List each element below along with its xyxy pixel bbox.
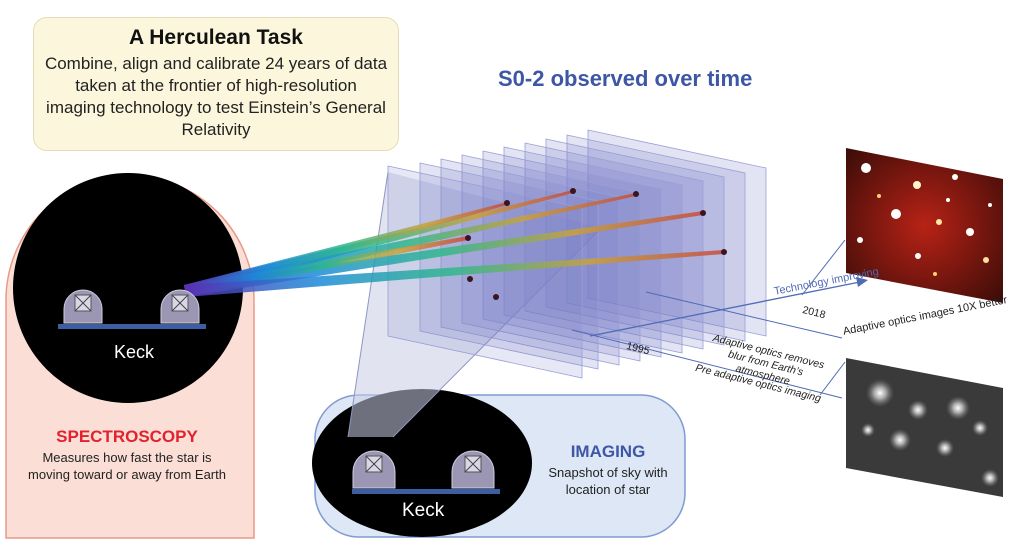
imaging-title: IMAGING	[570, 442, 646, 461]
keck-telescope-icon	[63, 289, 103, 324]
telescope-ground	[352, 489, 500, 494]
keck-label: Keck	[402, 500, 445, 521]
adaptive-optics-image	[846, 148, 1003, 303]
spectroscopy-description: Measures how fast the star is moving tow…	[28, 450, 226, 482]
spectroscopy-sky-disc	[13, 173, 243, 403]
technology-arrow	[589, 281, 861, 337]
star-dot	[465, 235, 471, 241]
spectroscopy-title: SPECTROSCOPY	[56, 427, 198, 446]
keck-telescope-icon	[451, 450, 495, 489]
star-positions	[465, 188, 727, 300]
star-dot	[721, 249, 727, 255]
star-dot	[570, 188, 576, 194]
main-title: S0-2 observed over time	[498, 66, 753, 91]
herculean-task-box: A Herculean Task Combine, align and cali…	[33, 17, 399, 151]
technology-arrow-head	[856, 277, 868, 287]
timeline-upper-line	[645, 291, 843, 339]
keck-telescope-icon	[352, 450, 396, 489]
telescope-ground	[58, 324, 206, 329]
star-dot	[504, 200, 510, 206]
pre-adaptive-optics-image	[846, 358, 1003, 497]
imaging-description: Snapshot of sky with location of star	[548, 465, 668, 497]
imaging-cone-edge	[347, 171, 389, 438]
herculean-task-title: A Herculean Task	[129, 26, 303, 49]
spectroscopy-beams	[184, 190, 724, 297]
star-dot	[467, 276, 473, 282]
star-dot	[493, 294, 499, 300]
herculean-task-description: Combine, align and calibrate 24 years of…	[44, 54, 388, 139]
star-dot	[700, 210, 706, 216]
star-dot	[633, 191, 639, 197]
timeline-base-line	[571, 329, 843, 399]
pre-ao-image-pointer	[819, 361, 846, 396]
keck-label: Keck	[114, 342, 155, 362]
keck-telescope-icon	[160, 289, 200, 324]
ao-image-pointer	[801, 239, 846, 296]
